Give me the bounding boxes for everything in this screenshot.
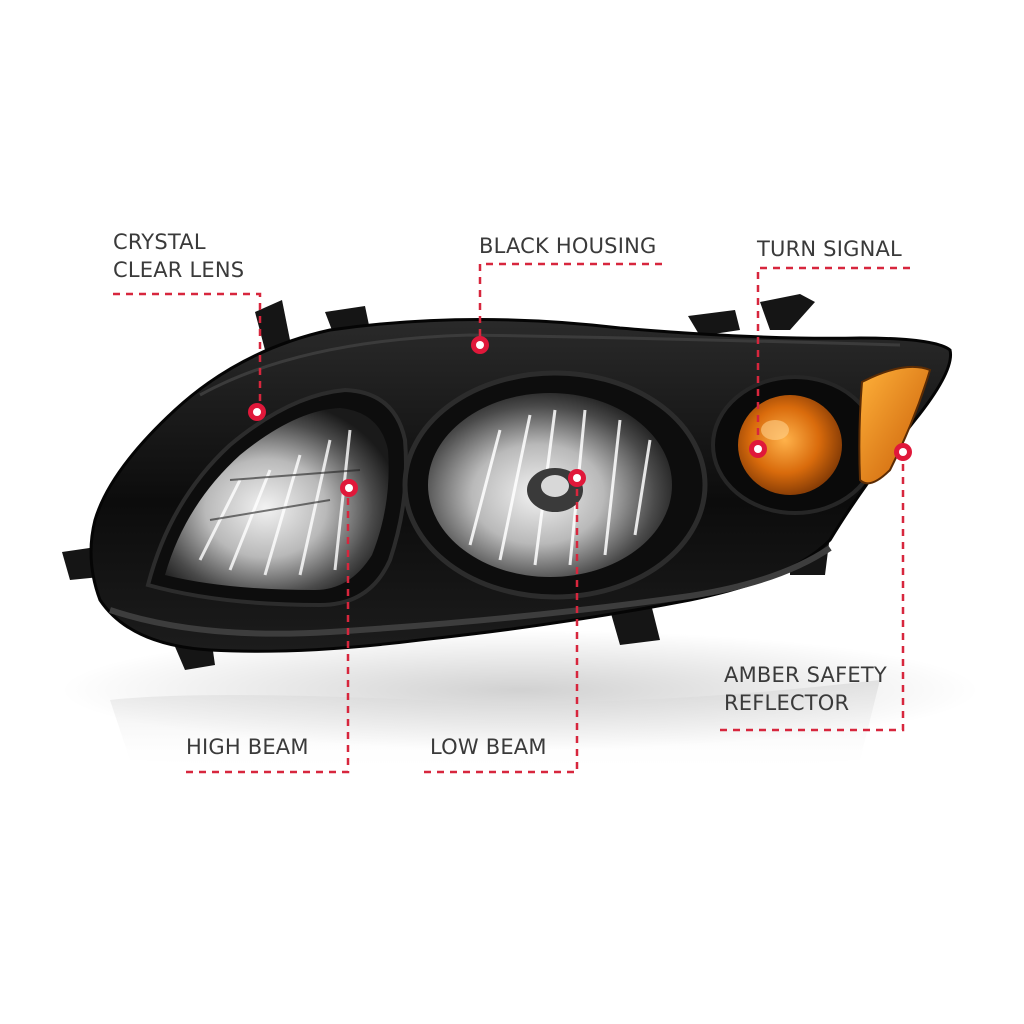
floor-reflection bbox=[110, 680, 880, 774]
callout-markers bbox=[248, 336, 912, 497]
amber-reflector-strip bbox=[858, 365, 932, 485]
lower-trim bbox=[109, 545, 832, 637]
label-high-beam: HIGH BEAM bbox=[186, 735, 309, 759]
label-crystal-clear-lens-line2: CLEAR LENS bbox=[113, 258, 245, 282]
label-amber-safety-reflector-line1: AMBER SAFETY bbox=[724, 663, 887, 687]
marker-turn-signal bbox=[749, 440, 767, 458]
marker-low-beam bbox=[568, 469, 586, 487]
marker-amber-reflector bbox=[894, 443, 912, 461]
label-amber-safety-reflector: AMBER SAFETY REFLECTOR bbox=[724, 661, 887, 717]
marker-black-housing bbox=[471, 336, 489, 354]
turn-signal-assembly bbox=[711, 375, 879, 515]
high-beam-reflector bbox=[145, 387, 408, 608]
marker-crystal-lens bbox=[248, 403, 266, 421]
label-crystal-clear-lens-line1: CRYSTAL bbox=[113, 230, 206, 254]
label-black-housing: BLACK HOUSING bbox=[479, 234, 657, 258]
marker-high-beam bbox=[340, 479, 358, 497]
label-amber-safety-reflector-line2: REFLECTOR bbox=[724, 691, 850, 715]
label-low-beam: LOW BEAM bbox=[430, 735, 547, 759]
label-turn-signal: TURN SIGNAL bbox=[757, 237, 902, 261]
label-crystal-clear-lens: CRYSTAL CLEAR LENS bbox=[113, 228, 244, 284]
low-beam-reflector bbox=[402, 370, 708, 600]
leader-lines bbox=[113, 262, 910, 774]
